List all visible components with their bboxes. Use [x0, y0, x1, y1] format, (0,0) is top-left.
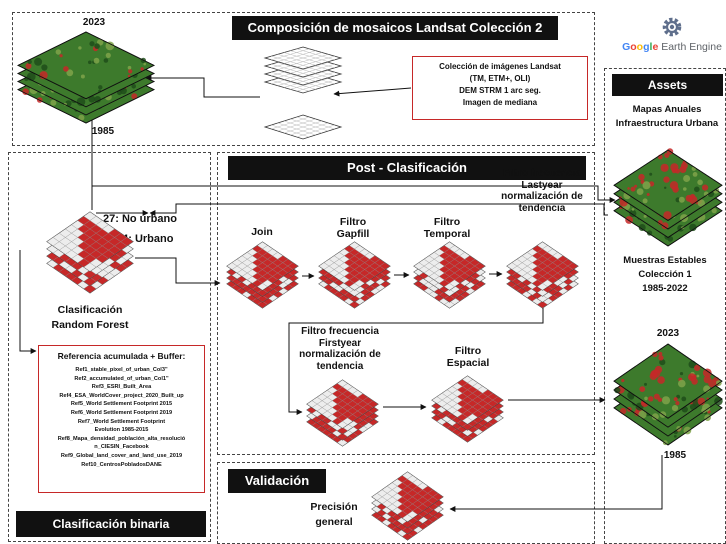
class-no-urbano: 27: No urbano — [103, 213, 177, 225]
assets-stable-samples-stack — [612, 148, 724, 248]
assets-year-1985: 1985 — [663, 450, 687, 461]
classified-stack-join — [225, 240, 300, 310]
arrow-classified-to-join — [135, 257, 221, 286]
year-2023-label: 2023 — [82, 17, 106, 28]
collection-line: Imagen de mediana — [462, 98, 538, 107]
arrow-stable-to-classified — [149, 203, 608, 216]
post-classification-header: Post - Clasificación — [228, 156, 586, 180]
classified-stack-validation — [370, 470, 445, 542]
reference-item: Ref10_CentrosPobladosDANE — [81, 461, 162, 468]
collection-line: (TM, ETM+, OLI) — [469, 74, 531, 83]
assets-header: Assets — [612, 74, 723, 96]
arrow-main-to-assets — [92, 185, 616, 203]
reference-item: Ref9_Global_land_cover_and_land_use_2019 — [60, 452, 183, 459]
page-title: Composición de mosaicos Landsat Colecció… — [232, 16, 558, 40]
arrow-collection-to-mosaic — [333, 87, 412, 97]
collection-line: DEM STRM 1 arc seg. — [459, 86, 541, 95]
arrow-classified-to-reference — [19, 250, 37, 354]
mosaic-section-frame — [12, 12, 595, 146]
arrow-mosaic-to-landsat — [145, 75, 260, 98]
classified-stack-gapfill — [317, 240, 392, 310]
reference-item: Ref2_accumulated_of_urban_Col1" — [74, 375, 169, 382]
classified-stack-firstyear — [305, 378, 380, 448]
landsat-image-stack-top — [16, 30, 156, 125]
landsat-collection-box: Colección de imágenes Landsat (TM, ETM+,… — [412, 56, 588, 120]
classified-stack-main — [45, 210, 135, 295]
mosaic-grid-stack-bottom — [263, 113, 343, 143]
assets-annual-maps-stack — [612, 342, 724, 447]
mosaic-grid-stack-top — [263, 45, 343, 95]
binary-classification-header: Clasificación binaria — [16, 511, 206, 537]
reference-item: Ref8_Mapa_densidad_población_alta_resolu… — [57, 435, 186, 442]
reference-item: Ref6_World Settlement Footprint 2019 — [70, 409, 173, 416]
step-join-label: Join — [251, 226, 273, 238]
reference-item: Ref4_ESA_WorldCover_project_2020_Built_u… — [59, 392, 184, 399]
classification-section-frame — [8, 152, 211, 542]
assets-year-2023: 2023 — [656, 328, 680, 339]
arrow-lastyear-to-firstyear — [288, 308, 544, 415]
classified-stack-espacial — [430, 374, 505, 444]
arrow-assets-to-validation — [449, 455, 663, 512]
validation-header: Validación — [228, 469, 326, 493]
post-classification-section-frame — [217, 152, 595, 455]
reference-item: Evolution 1985-2015 — [94, 427, 149, 434]
classified-stack-lastyear — [505, 240, 580, 310]
reference-item: Ref5_World Settlement Footprint 2015 — [70, 401, 173, 408]
gee-logo: Google Earth Engine — [620, 16, 724, 60]
collection-line: Colección de imágenes Landsat — [439, 62, 561, 71]
gear-icon — [661, 16, 683, 38]
reference-item: Ref1_stable_pixel_of_urban_Col3" — [75, 367, 168, 373]
reference-item: n_CIESIN_Facebook — [94, 444, 149, 451]
reference-box: Referencia acumulada + Buffer: Ref1_stab… — [38, 345, 205, 493]
gee-brand-text: Google Earth Engine — [622, 41, 722, 53]
classified-stack-temporal — [412, 240, 487, 310]
reference-title: Referencia acumulada + Buffer: — [57, 351, 186, 361]
reference-item: Ref3_ESRI_Built_Area — [91, 384, 152, 391]
reference-item: Ref7_World Settlement Footprint — [77, 418, 166, 425]
year-1985-label: 1985 — [91, 126, 115, 137]
